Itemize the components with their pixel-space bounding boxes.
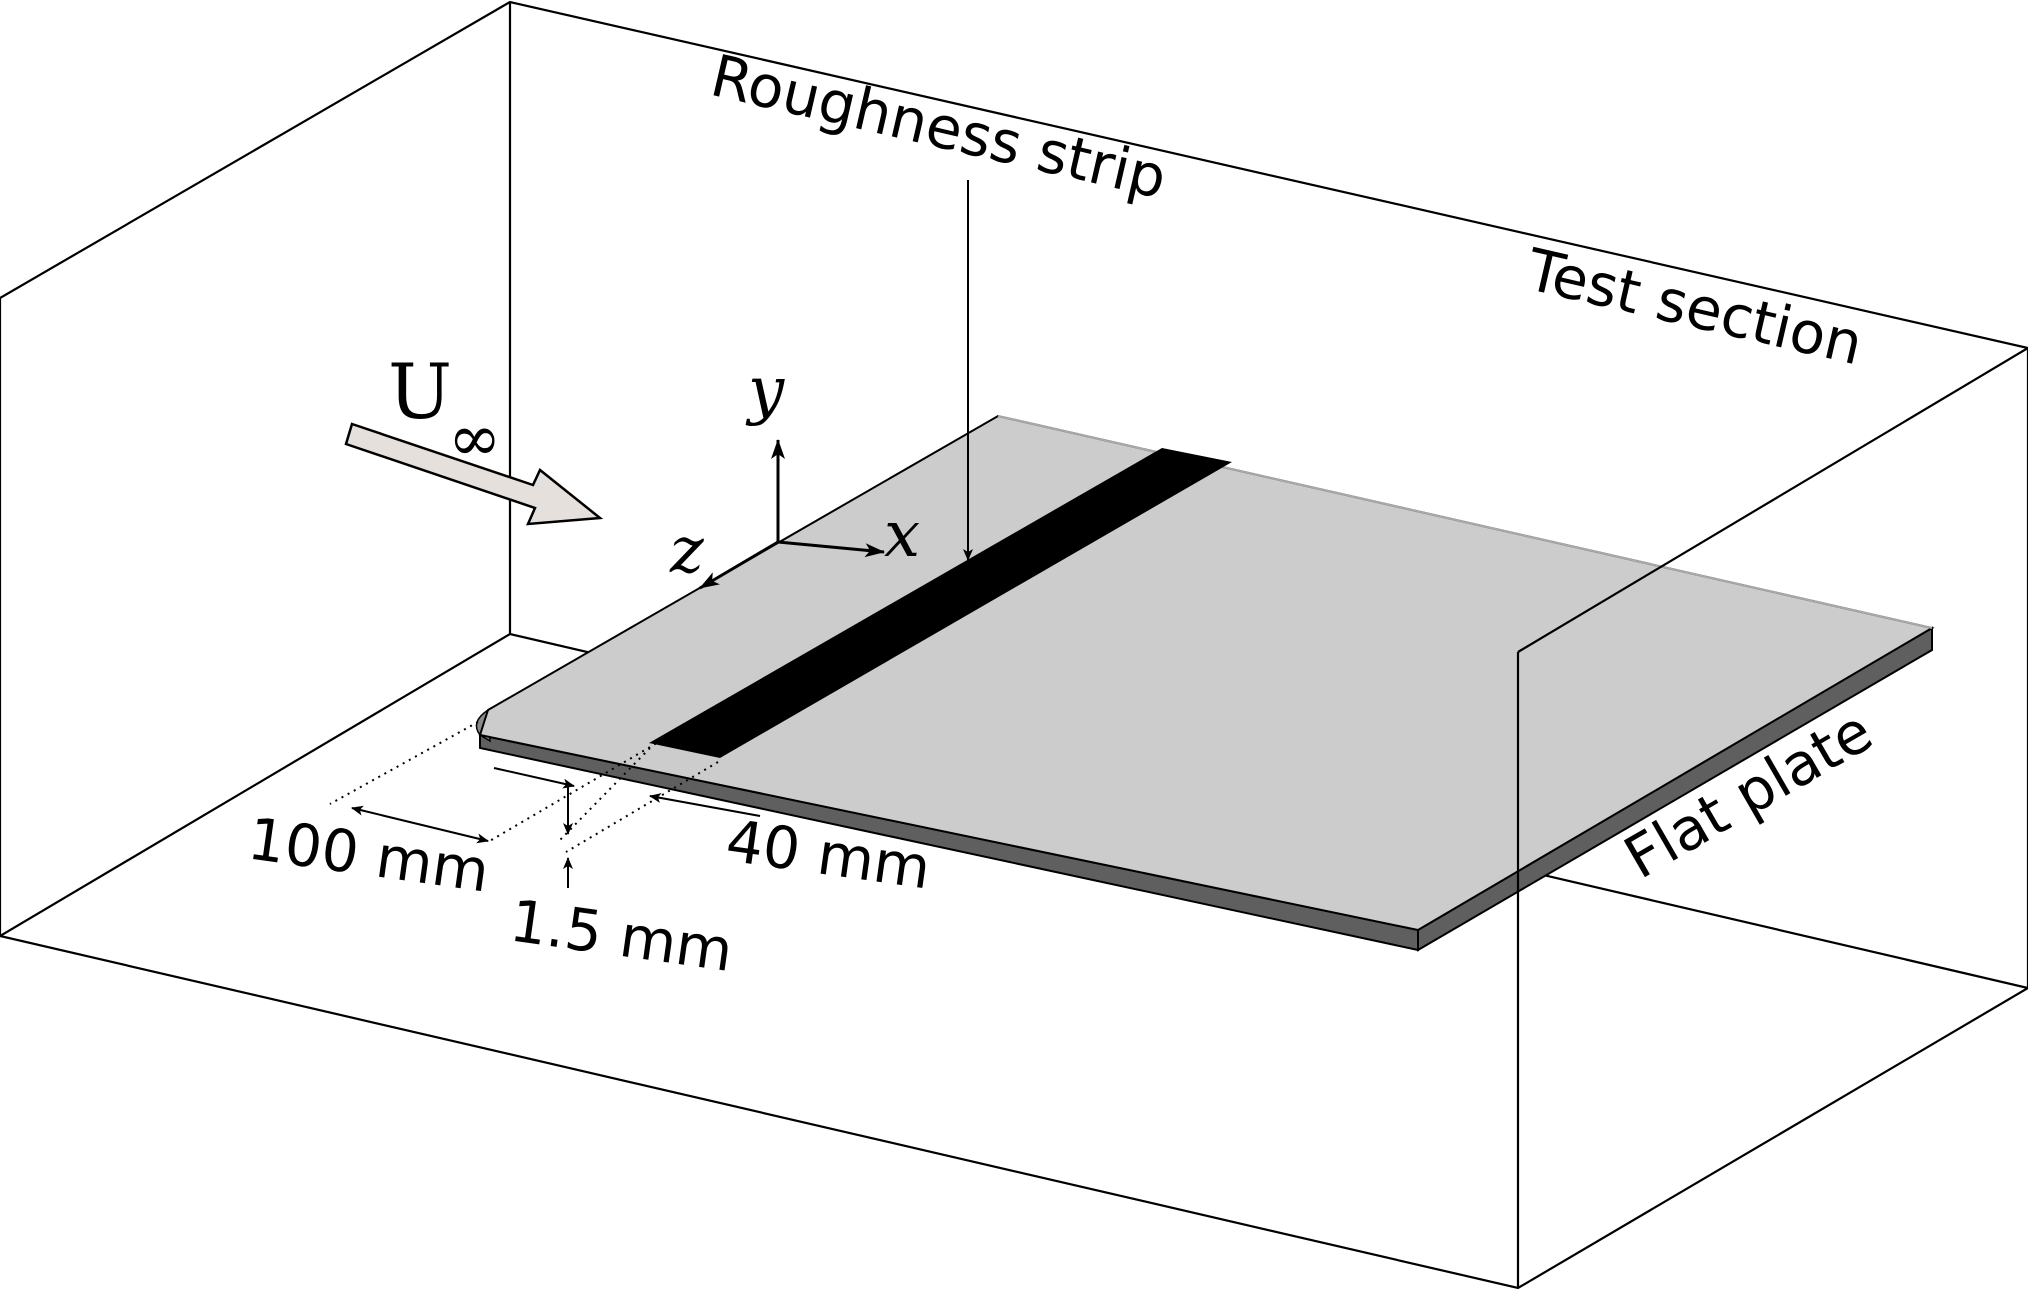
test-section-label: Test section: [1520, 235, 1869, 378]
flat-plate: [475, 414, 1935, 952]
x-axis-label: x: [884, 498, 920, 572]
test-section-front-edges: [0, 298, 2028, 1290]
coordinate-axes: [699, 439, 885, 590]
dim-100-arrow: [351, 805, 489, 844]
roughness-strip: [649, 448, 1232, 758]
roughness-strip-label: Roughness strip: [705, 41, 1173, 212]
dim-100-label: 100 mm: [244, 805, 493, 906]
dim-40-arrow: [649, 793, 761, 817]
freestream-subscript: ∞: [448, 402, 501, 476]
dim-1-5-top-arrow: [493, 767, 575, 789]
plate-far-edge-highlight: [997, 415, 1933, 629]
x-axis-arrow: [777, 540, 885, 558]
freestream-velocity-label: U: [388, 347, 452, 436]
plate-top-surface: [478, 414, 1935, 932]
freestream-arrow: [344, 422, 604, 526]
dimension-lines: [329, 721, 761, 888]
y-axis-label: y: [745, 354, 785, 428]
dim-1-5-label: 1.5 mm: [506, 887, 737, 985]
z-axis-arrow: [699, 540, 779, 590]
z-axis-label: z: [669, 514, 705, 588]
